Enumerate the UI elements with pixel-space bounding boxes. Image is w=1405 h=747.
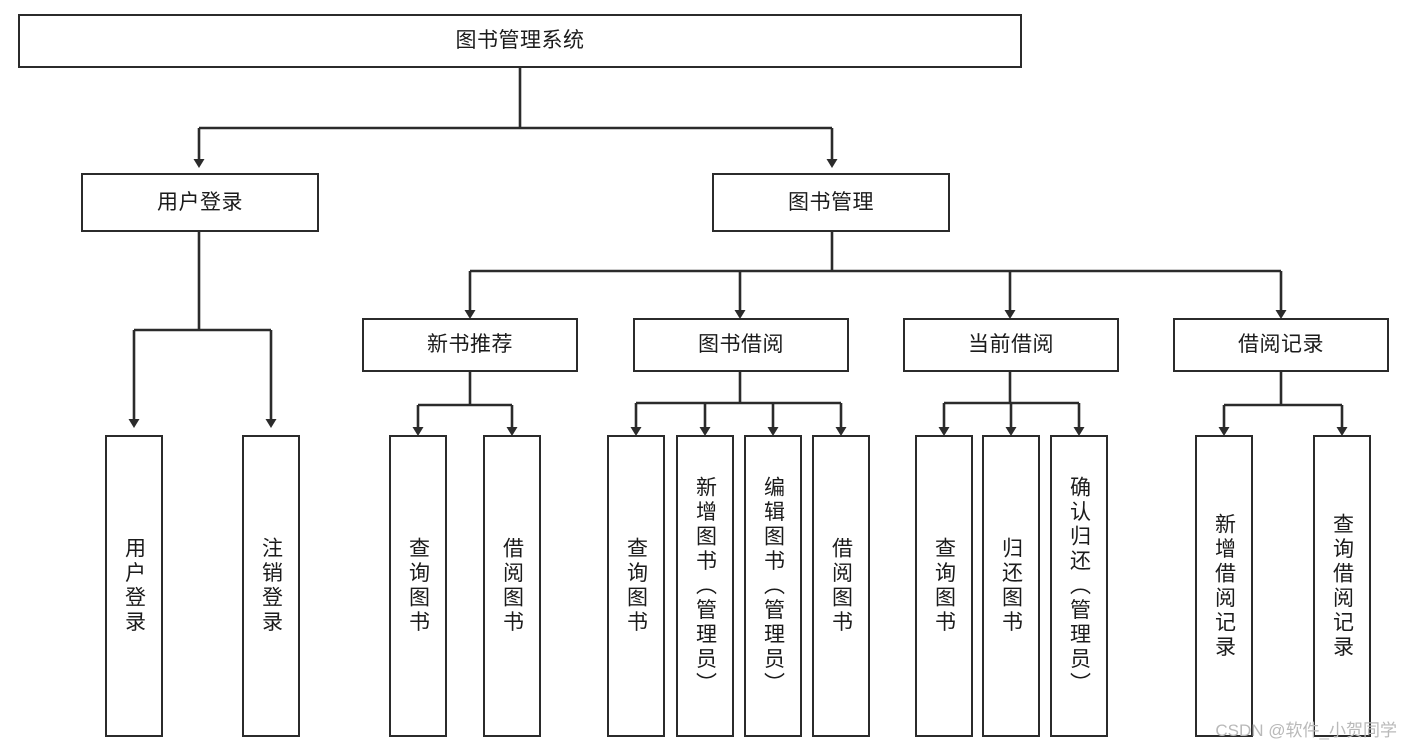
node-leaf-query-book-1-label: 查询图书: [406, 537, 430, 635]
node-user-login[interactable]: 用户登录: [81, 173, 319, 232]
node-leaf-query-book-3[interactable]: 查询图书: [915, 435, 973, 737]
node-leaf-confirm-return[interactable]: 确认归还（管理员）: [1050, 435, 1108, 737]
node-leaf-query-book-3-label: 查询图书: [932, 537, 956, 635]
node-leaf-edit-book[interactable]: 编辑图书（管理员）: [744, 435, 802, 737]
node-leaf-user-login[interactable]: 用户登录: [105, 435, 163, 737]
node-book-borrow[interactable]: 图书借阅: [633, 318, 849, 372]
node-leaf-borrow-book-1[interactable]: 借阅图书: [483, 435, 541, 737]
node-new-book-recommend[interactable]: 新书推荐: [362, 318, 578, 372]
node-leaf-borrow-book-2[interactable]: 借阅图书: [812, 435, 870, 737]
node-leaf-query-book-1[interactable]: 查询图书: [389, 435, 447, 737]
node-leaf-borrow-book-2-label: 借阅图书: [829, 537, 853, 635]
node-leaf-query-record[interactable]: 查询借阅记录: [1313, 435, 1371, 737]
node-leaf-user-logout[interactable]: 注销登录: [242, 435, 300, 737]
node-new-book-recommend-label: 新书推荐: [427, 333, 513, 357]
node-current-borrow-label: 当前借阅: [968, 333, 1054, 357]
node-current-borrow[interactable]: 当前借阅: [903, 318, 1119, 372]
node-leaf-borrow-book-1-label: 借阅图书: [500, 537, 524, 635]
node-leaf-query-record-label: 查询借阅记录: [1330, 512, 1354, 660]
node-book-borrow-label: 图书借阅: [698, 333, 784, 357]
node-leaf-return-book-label: 归还图书: [999, 537, 1023, 635]
node-leaf-query-book-2[interactable]: 查询图书: [607, 435, 665, 737]
node-leaf-confirm-return-label: 确认归还（管理员）: [1067, 475, 1091, 697]
node-leaf-add-book[interactable]: 新增图书（管理员）: [676, 435, 734, 737]
csdn-watermark: CSDN @软件_小贺同学: [1215, 721, 1397, 740]
node-book-management-label: 图书管理: [788, 190, 874, 214]
node-root-label: 图书管理系统: [455, 29, 585, 53]
node-leaf-add-record[interactable]: 新增借阅记录: [1195, 435, 1253, 737]
node-user-login-label: 用户登录: [157, 190, 243, 214]
node-leaf-user-login-label: 用户登录: [122, 537, 146, 635]
node-root[interactable]: 图书管理系统: [18, 14, 1022, 68]
node-leaf-edit-book-label: 编辑图书（管理员）: [761, 475, 785, 697]
node-borrow-record[interactable]: 借阅记录: [1173, 318, 1389, 372]
node-book-management[interactable]: 图书管理: [712, 173, 950, 232]
node-leaf-return-book[interactable]: 归还图书: [982, 435, 1040, 737]
node-leaf-add-record-label: 新增借阅记录: [1212, 512, 1236, 660]
node-leaf-query-book-2-label: 查询图书: [624, 537, 648, 635]
node-leaf-user-logout-label: 注销登录: [259, 537, 283, 635]
node-leaf-add-book-label: 新增图书（管理员）: [693, 475, 717, 697]
node-borrow-record-label: 借阅记录: [1238, 333, 1324, 357]
